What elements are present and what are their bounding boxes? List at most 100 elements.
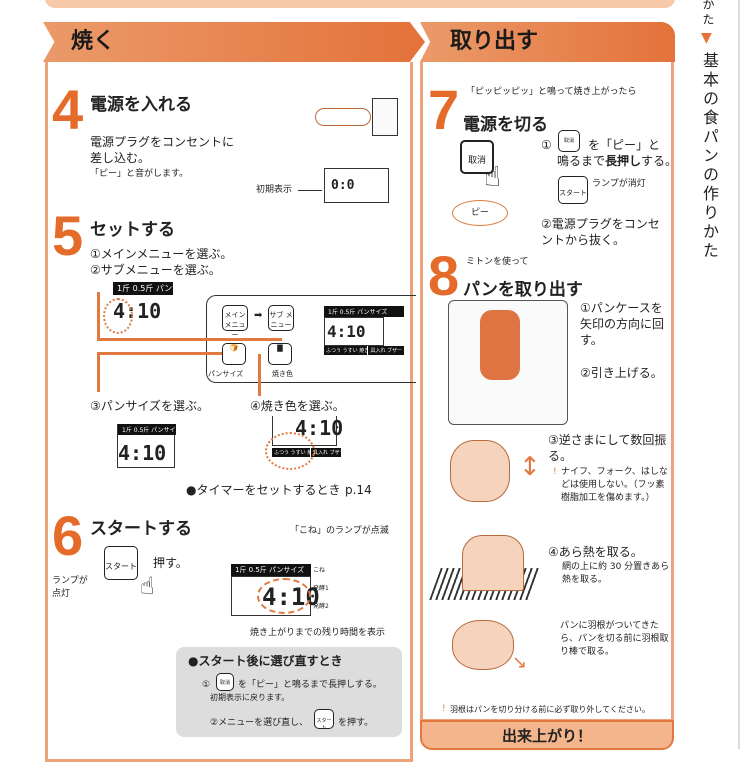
bread-size-label: パンサイズ xyxy=(208,370,244,378)
lcd-size-bar: 1斤 0.5斤 パンサイズ xyxy=(118,424,176,435)
bold-text: 長押し xyxy=(605,154,642,168)
bread-shaking-illustration xyxy=(450,440,510,502)
bread-icon: 🍞 xyxy=(229,344,239,352)
warning-icon: ! xyxy=(553,467,557,477)
leader-line xyxy=(298,190,322,191)
start-button[interactable]: スタート xyxy=(558,176,588,204)
start-button-small[interactable]: スタート xyxy=(314,709,334,731)
step5-item3: ③パンサイズを選ぶ。 xyxy=(90,399,209,413)
step4-title: 電源を入れる xyxy=(90,95,192,115)
bread-blade-illustration xyxy=(452,620,514,670)
redo-line1: を「ピー」と鳴るまで長押しする。 xyxy=(238,680,382,690)
lamp-off-label: ランプが消灯 xyxy=(592,179,646,189)
connector xyxy=(97,352,222,355)
redo-line2-post: を押す。 xyxy=(338,718,374,728)
highlight-circle xyxy=(265,432,315,470)
step6-title: スタートする xyxy=(90,519,192,539)
plug-hand-icon xyxy=(315,108,371,126)
step4-note: 「ピー」と音がします。 xyxy=(90,169,189,179)
connector xyxy=(97,338,282,341)
text: する。 xyxy=(641,154,678,168)
header-remove: 取り出す xyxy=(420,22,675,62)
step8-number: 8 xyxy=(428,244,460,307)
text: 鳴るまで xyxy=(557,154,606,168)
warning2: 羽根はパンを切り分ける前に必ず取り外してください。 xyxy=(450,705,650,714)
divider xyxy=(738,0,740,749)
connector xyxy=(258,354,261,396)
blade-note: パンに羽根がついてきたら、パンを切る前に羽根取り棒で取る。 xyxy=(560,621,669,657)
redo-box: ●スタート後に選び直すとき ① 取消 を「ピー」と鳴るまで長押しする。 初期表示… xyxy=(176,647,402,737)
step8-item4-note: 網の上に約 30 分置きあら熱を取る。 xyxy=(562,562,670,585)
step5-item2: ②サブメニューを選ぶ。 xyxy=(90,263,221,277)
panel-lcd: 1斤 0.5斤 パンサイズ 4:10 ふつう うすい 焼き色 具入れ ブザー xyxy=(324,306,404,368)
hand-pointer-icon: ☝ xyxy=(484,160,502,193)
lamp-rise2: 発酵2 xyxy=(313,603,329,610)
cancel-button-small[interactable]: 取消 xyxy=(558,130,580,152)
step5-item1: ①メインメニューを選ぶ。 xyxy=(90,247,233,261)
step5-number: 5 xyxy=(52,204,84,267)
step7-item1-a: を「ピー」と xyxy=(588,138,661,152)
initial-display-label: 初期表示 xyxy=(256,185,293,195)
blink-note: 「こね」のランプが点滅 xyxy=(290,526,389,536)
step4-number: 4 xyxy=(52,78,84,141)
sidebar-top: かた xyxy=(701,0,715,28)
hand-pointer-icon: ☝ xyxy=(140,572,155,600)
step7-title: 電源を切る xyxy=(463,115,548,135)
size-bar: 1斤 0.5斤 パンサイズ xyxy=(113,282,173,295)
step4-text1: 電源プラグをコンセントに xyxy=(90,135,235,149)
timer-note: ●タイマーをセットするとき xyxy=(186,483,341,497)
crust-label: 焼き色 xyxy=(272,370,293,378)
cancel-button-large[interactable]: 取消 xyxy=(460,140,494,174)
toast-icon: ▇ xyxy=(277,344,283,352)
step7-item1-num: ① xyxy=(541,138,552,152)
connector xyxy=(97,292,100,340)
step8-item2: ②引き上げる。 xyxy=(580,366,663,380)
header-bake: 焼く xyxy=(43,22,425,62)
step8-item3: ③逆さまにして数回振る。 xyxy=(548,433,667,463)
step7-item1-b: 鳴るまで長押しする。 xyxy=(557,153,677,169)
lamp-list: こね 発酵1 発酵2 xyxy=(313,562,335,616)
sub-menu-button[interactable]: サブ メニュー xyxy=(268,305,294,331)
sidebar-title: 基本の食パンの作りかた xyxy=(700,52,719,261)
press-text: 押す。 xyxy=(153,556,188,570)
step8-item4: ④あら熱を取る。 xyxy=(548,545,643,559)
redo-line1-num: ① xyxy=(202,680,211,690)
arrow-icon: ➡ xyxy=(254,310,263,321)
top-bar xyxy=(45,0,675,8)
step8-pre: ミトンを使って xyxy=(466,257,529,267)
bread-loaf-illustration xyxy=(462,535,524,591)
triangle-icon: ▼ xyxy=(701,30,712,46)
mitten-icon xyxy=(480,310,520,380)
step8-item1: ①パンケースを矢印の方向に回す。 xyxy=(580,301,665,347)
redo-line2: ②メニューを選び直し、 xyxy=(210,718,309,728)
panel-size-bar: 1斤 0.5斤 パンサイズ xyxy=(324,306,404,317)
step8-title: パンを取り出す xyxy=(463,280,583,300)
lamp-on-label: ランプが 点灯 xyxy=(52,576,88,599)
outlet-icon xyxy=(372,98,398,136)
step7-pre: 「ピッピッピッ」と鳴って焼き上がったら xyxy=(466,87,637,97)
bread-size-button[interactable]: 🍞 xyxy=(222,343,246,365)
updown-arrow-icon: ↕ xyxy=(519,452,541,482)
start-button[interactable]: スタート xyxy=(104,546,138,580)
crust-button[interactable]: ▇ xyxy=(268,343,292,365)
arrow-icon: ↘ xyxy=(512,652,528,673)
step4-text2: 差し込む。 xyxy=(90,151,151,165)
step7-number: 7 xyxy=(428,78,460,141)
lcd-ingredients-bar: 具入れ ブザー xyxy=(311,448,341,457)
main-menu-button[interactable]: メイン メニュー xyxy=(222,305,248,339)
beep-bubble: ピー xyxy=(452,200,508,226)
initial-display: 0:0 xyxy=(324,168,389,203)
warning1: ナイフ、フォーク、はしなどは使用しない。（フッ素樹脂加工を傷めます。） xyxy=(561,467,668,503)
redo-note: 初期表示に戻ります。 xyxy=(210,693,290,702)
lcd6-bar: 1斤 0.5斤 パンサイズ xyxy=(231,564,311,576)
step6-number: 6 xyxy=(52,504,84,567)
highlight-circle xyxy=(257,578,311,614)
cancel-button[interactable]: 取消 xyxy=(216,673,234,691)
redo-title: ●スタート後に選び直すとき xyxy=(188,654,343,668)
connector xyxy=(97,352,100,392)
warning-icon: ! xyxy=(442,704,446,714)
lamp-kneading: こね xyxy=(313,567,326,574)
timer-ref-link[interactable]: p.14 xyxy=(345,483,372,497)
highlight-circle xyxy=(103,298,133,334)
panel-time: 4:10 xyxy=(324,317,384,346)
